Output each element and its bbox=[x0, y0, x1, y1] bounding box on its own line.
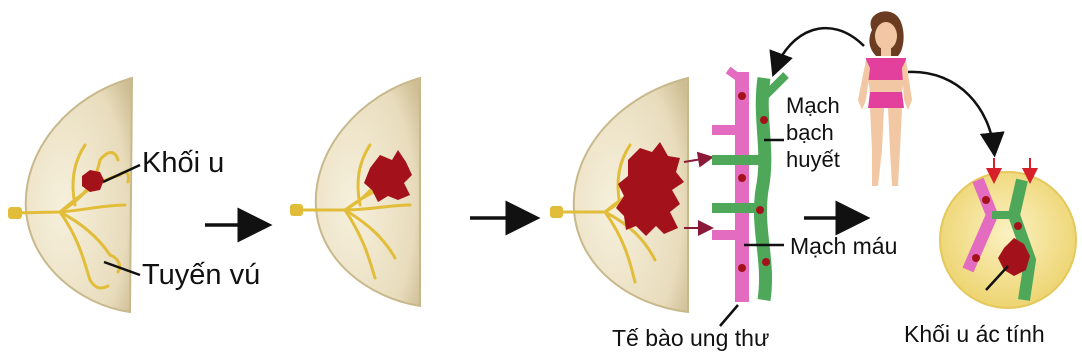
nipple bbox=[550, 206, 563, 218]
label-mammary-gland: Tuyến vú bbox=[142, 260, 260, 292]
breast-stage-2 bbox=[290, 78, 420, 306]
label-blood-vessel: Mạch máu bbox=[790, 234, 897, 259]
label-cancer-cell: Tế bào ung thư bbox=[612, 326, 769, 351]
breast-stage-1 bbox=[8, 78, 140, 312]
label-malignant-tumor: Khối u ác tính bbox=[904, 322, 1045, 347]
nipple bbox=[8, 207, 22, 219]
malignant-tumor-inset bbox=[940, 158, 1076, 308]
label-lymph-vessel-line-2: bạch bbox=[786, 119, 840, 146]
blood-vessel bbox=[712, 70, 746, 302]
cancer-cell-pointer-line bbox=[720, 305, 738, 326]
label-tumor: Khối u bbox=[142, 148, 224, 180]
nipple bbox=[290, 204, 303, 216]
label-lymph-vessel-line-3: huyết bbox=[786, 146, 840, 173]
woman-figure bbox=[858, 11, 912, 186]
label-lymph-vessel: Mạch bạch huyết bbox=[786, 92, 840, 173]
curved-arrow-to-vessels bbox=[775, 28, 864, 70]
curved-arrow-to-inset bbox=[908, 72, 994, 150]
label-lymph-vessel-line-1: Mạch bbox=[786, 92, 840, 119]
breast-stage-3 bbox=[550, 78, 708, 312]
